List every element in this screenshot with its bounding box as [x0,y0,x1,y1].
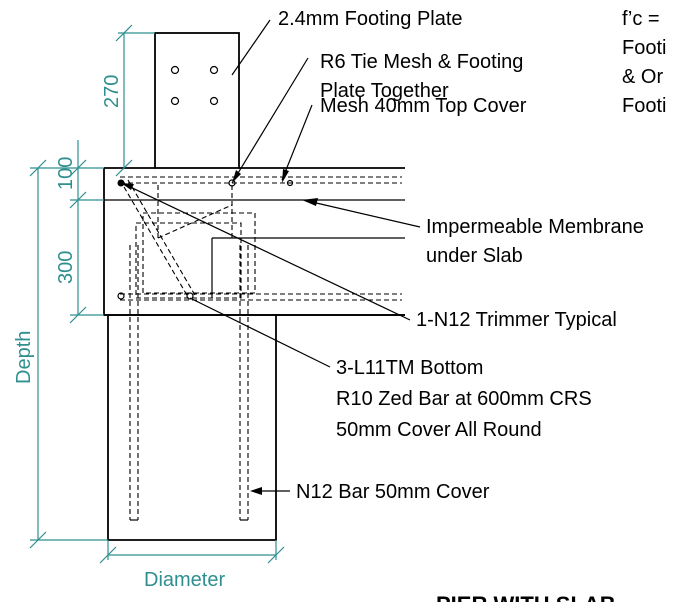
footing-plate-label: 2.4mm Footing Plate [278,8,463,30]
mesh-cover-label: Mesh 40mm Top Cover [320,95,527,117]
dim-diameter-label: Diameter [144,569,225,591]
top-mesh [120,176,402,184]
note-line-1: f’c = [622,8,660,30]
tie-mesh-label-1: R6 Tie Mesh & Footing [320,51,523,73]
n12-bar-label: N12 Bar 50mm Cover [296,481,490,503]
note-line-4: Footi [622,95,666,117]
bottom-bars-label-2: R10 Zed Bar at 600mm CRS [336,388,592,410]
pier-bars [129,245,249,521]
trimmer-bars [117,179,294,300]
membrane-label-2: under Slab [426,245,523,267]
plate-bolt-holes [170,65,219,106]
dimension-lines [29,24,285,564]
bottom-caption: PIER WITH SLAB [436,592,616,602]
dim-270-label: 270 [101,75,123,108]
dim-depth-label: Depth [13,331,35,384]
zed-bar [119,179,233,298]
tie-mesh-label-2: Plate Together [320,80,449,102]
dim-300-label: 300 [55,251,77,284]
bottom-bars [120,293,402,301]
bottom-bars-label-3: 50mm Cover All Round [336,419,542,441]
slab-ligatures [135,185,256,299]
bottom-bars-label-1: 3-L11TM Bottom [336,357,483,379]
note-line-2: Footi [622,37,666,59]
note-line-3: & Or [622,66,663,88]
membrane-step [211,237,405,298]
dim-100-label: 100 [55,157,77,190]
footing-plate [154,32,240,169]
trimmer-label: 1-N12 Trimmer Typical [416,309,617,331]
pier-outline [107,315,277,541]
leader-lines [121,19,421,495]
membrane-label-1: Impermeable Membrane [426,216,644,238]
